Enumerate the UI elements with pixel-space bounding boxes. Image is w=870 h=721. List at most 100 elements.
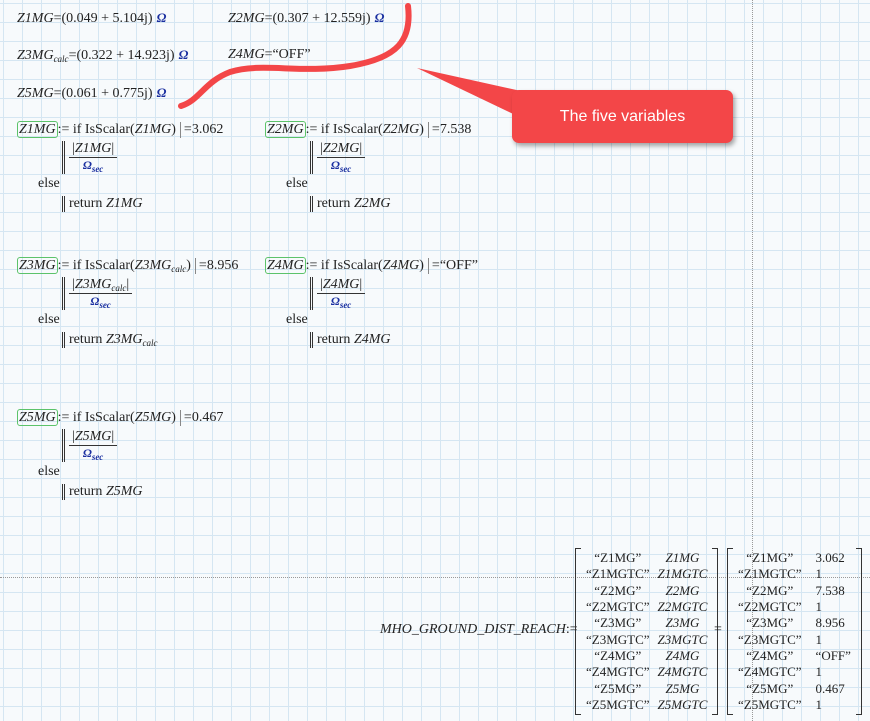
matrix-definition-label[interactable]: MHO_GROUND_DIST_REACH:= (380, 622, 578, 638)
matrix-cell: Z1MG (665, 550, 700, 566)
define-operator: := (305, 122, 318, 137)
variable-z4mg[interactable]: Z4MG=“OFF” (228, 47, 311, 63)
fraction: |Z1MG|Ωsec (69, 141, 118, 174)
ohm-unit-icon: Ω (374, 10, 385, 25)
abs-argument: Z4MG (322, 277, 360, 292)
program-header: Z2MG:= if IsScalar(Z2MG) (265, 121, 424, 138)
matrix-cell: “Z1MGTC” (586, 566, 650, 582)
matrix-definition[interactable]: “Z1MG”Z1MG“Z1MGTC”Z1MGTC“Z2MG”Z2MG“Z2MGT… (575, 548, 719, 715)
else-branch: return Z1MG (62, 196, 176, 212)
matrix-row: “Z5MG”Z5MG (582, 680, 711, 696)
variable-name: Z5MG (17, 86, 54, 101)
fraction-numerator: |Z4MG| (317, 277, 366, 294)
program-variable-name[interactable]: Z4MG (265, 257, 306, 274)
return-keyword: return (317, 196, 351, 211)
matrix-row: “Z4MGTC”1 (734, 664, 855, 680)
matrix-row: “Z3MG”8.956 (734, 615, 855, 631)
matrix-cell: “Z2MGTC” (738, 599, 802, 615)
matrix-cell: 3.062 (815, 550, 845, 566)
abs-argument: Z3MG (74, 277, 112, 292)
return-keyword: return (69, 484, 103, 499)
fraction-numerator: |Z2MG| (317, 141, 366, 158)
matrix-cell: 8.956 (815, 615, 845, 631)
matrix-row: “Z3MG”Z3MG (582, 615, 711, 631)
else-branch: return Z5MG (62, 484, 176, 500)
return-value: Z2MG (353, 196, 391, 211)
if-keyword: if (320, 258, 330, 273)
define-operator: := (565, 622, 578, 637)
variable-z5mg[interactable]: Z5MG=(0.061 + 0.775j)Ω (17, 85, 166, 102)
return-value: Z1MG (105, 196, 143, 211)
abs-argument: Z2MG (322, 141, 360, 156)
variable-name: Z3MG (17, 48, 54, 63)
program-header: Z1MG:= if IsScalar(Z1MG) (17, 121, 176, 138)
fraction-numerator: |Z5MG| (69, 429, 118, 446)
matrix-row: “Z4MG”“OFF” (734, 648, 855, 664)
return-value: Z3MG (105, 332, 143, 347)
fraction: |Z4MG|Ωsec (317, 277, 366, 310)
variable-z3mg[interactable]: Z3MGcalc=(0.322 + 14.923j)Ω (17, 47, 188, 64)
matrix-cell: “Z2MGTC” (586, 599, 650, 615)
matrix-row: “Z1MGTC”Z1MGTC (582, 566, 711, 582)
else-keyword: else (38, 312, 60, 327)
matrix-cell: “Z4MG” (746, 647, 794, 663)
page-break-vertical (752, 0, 753, 721)
argument-name: Z1MG (134, 122, 172, 137)
define-operator: := (57, 258, 70, 273)
matrix-cell: 0.467 (815, 680, 845, 696)
matrix-row: “Z1MG”3.062 (734, 550, 855, 566)
ohm-unit-icon: Ω (90, 294, 100, 308)
else-keyword: else (286, 176, 308, 191)
matrix-row: “Z5MG”0.467 (734, 680, 855, 696)
equals-operator: = (431, 122, 440, 137)
fraction-numerator: |Z1MG| (69, 141, 118, 158)
matrix-cell: “Z3MGTC” (586, 631, 650, 647)
else-keyword: else (38, 464, 60, 479)
program-header: Z3MG:= if IsScalar(Z3MGcalc) (17, 257, 191, 274)
matrix-row: “Z2MGTC” 1 (734, 599, 855, 615)
if-keyword: if (72, 122, 82, 137)
program-variable-name[interactable]: Z3MG (17, 257, 58, 274)
variable-value: (0.061 + 0.775j) (61, 86, 153, 101)
then-branch: |Z1MG|Ωsec (62, 141, 176, 174)
isscalar-function: IsScalar (332, 258, 379, 273)
callout-arrow (417, 68, 530, 122)
argument-name: Z4MG (382, 258, 420, 273)
equals-operator: = (264, 47, 273, 62)
abs-argument: Z5MG (74, 429, 112, 444)
matrix-cell: 1 (815, 631, 823, 647)
matrix-row: “Z2MG”7.538 (734, 583, 855, 599)
program-variable-name[interactable]: Z2MG (265, 121, 306, 138)
matrix-row: “Z5MGTC”1 (734, 697, 855, 713)
program-variable-name[interactable]: Z1MG (17, 121, 58, 138)
result-value: 3.062 (191, 122, 224, 137)
variable-z1mg[interactable]: Z1MG=(0.049 + 5.104j)Ω (17, 10, 166, 27)
ohm-unit-icon: Ω (156, 10, 167, 25)
variable-z2mg[interactable]: Z2MG=(0.307 + 12.559j)Ω (228, 10, 384, 27)
fraction: |Z5MG|Ωsec (69, 429, 118, 462)
else-keyword: else (38, 176, 60, 191)
matrix-cell: 1 (815, 664, 823, 680)
variable-name: Z2MG (228, 11, 265, 26)
result-value: 8.956 (206, 258, 239, 273)
program-result: =0.467 (179, 410, 223, 426)
isscalar-function: IsScalar (84, 410, 131, 425)
unit-subscript: sec (91, 164, 104, 174)
ohm-unit-icon: Ω (156, 85, 167, 100)
callout-text: The five variables (559, 107, 686, 125)
matrix-cell: Z3MGTC (657, 631, 708, 647)
matrix-cell: 1 (815, 599, 823, 615)
fraction-denominator: Ωsec (317, 294, 365, 310)
equals-operator: = (53, 11, 62, 26)
program-variable-name[interactable]: Z5MG (17, 409, 58, 426)
then-branch: |Z4MG|Ωsec (310, 277, 424, 310)
argument-subscript: calc (171, 264, 187, 274)
program-z3mg[interactable]: Z3MG:= if IsScalar(Z3MGcalc)|Z3MGcalc|Ωs… (17, 257, 239, 348)
matrix-row: “Z4MGTC”Z4MGTC (582, 664, 711, 680)
matrix-cell: “Z4MGTC” (586, 664, 650, 680)
